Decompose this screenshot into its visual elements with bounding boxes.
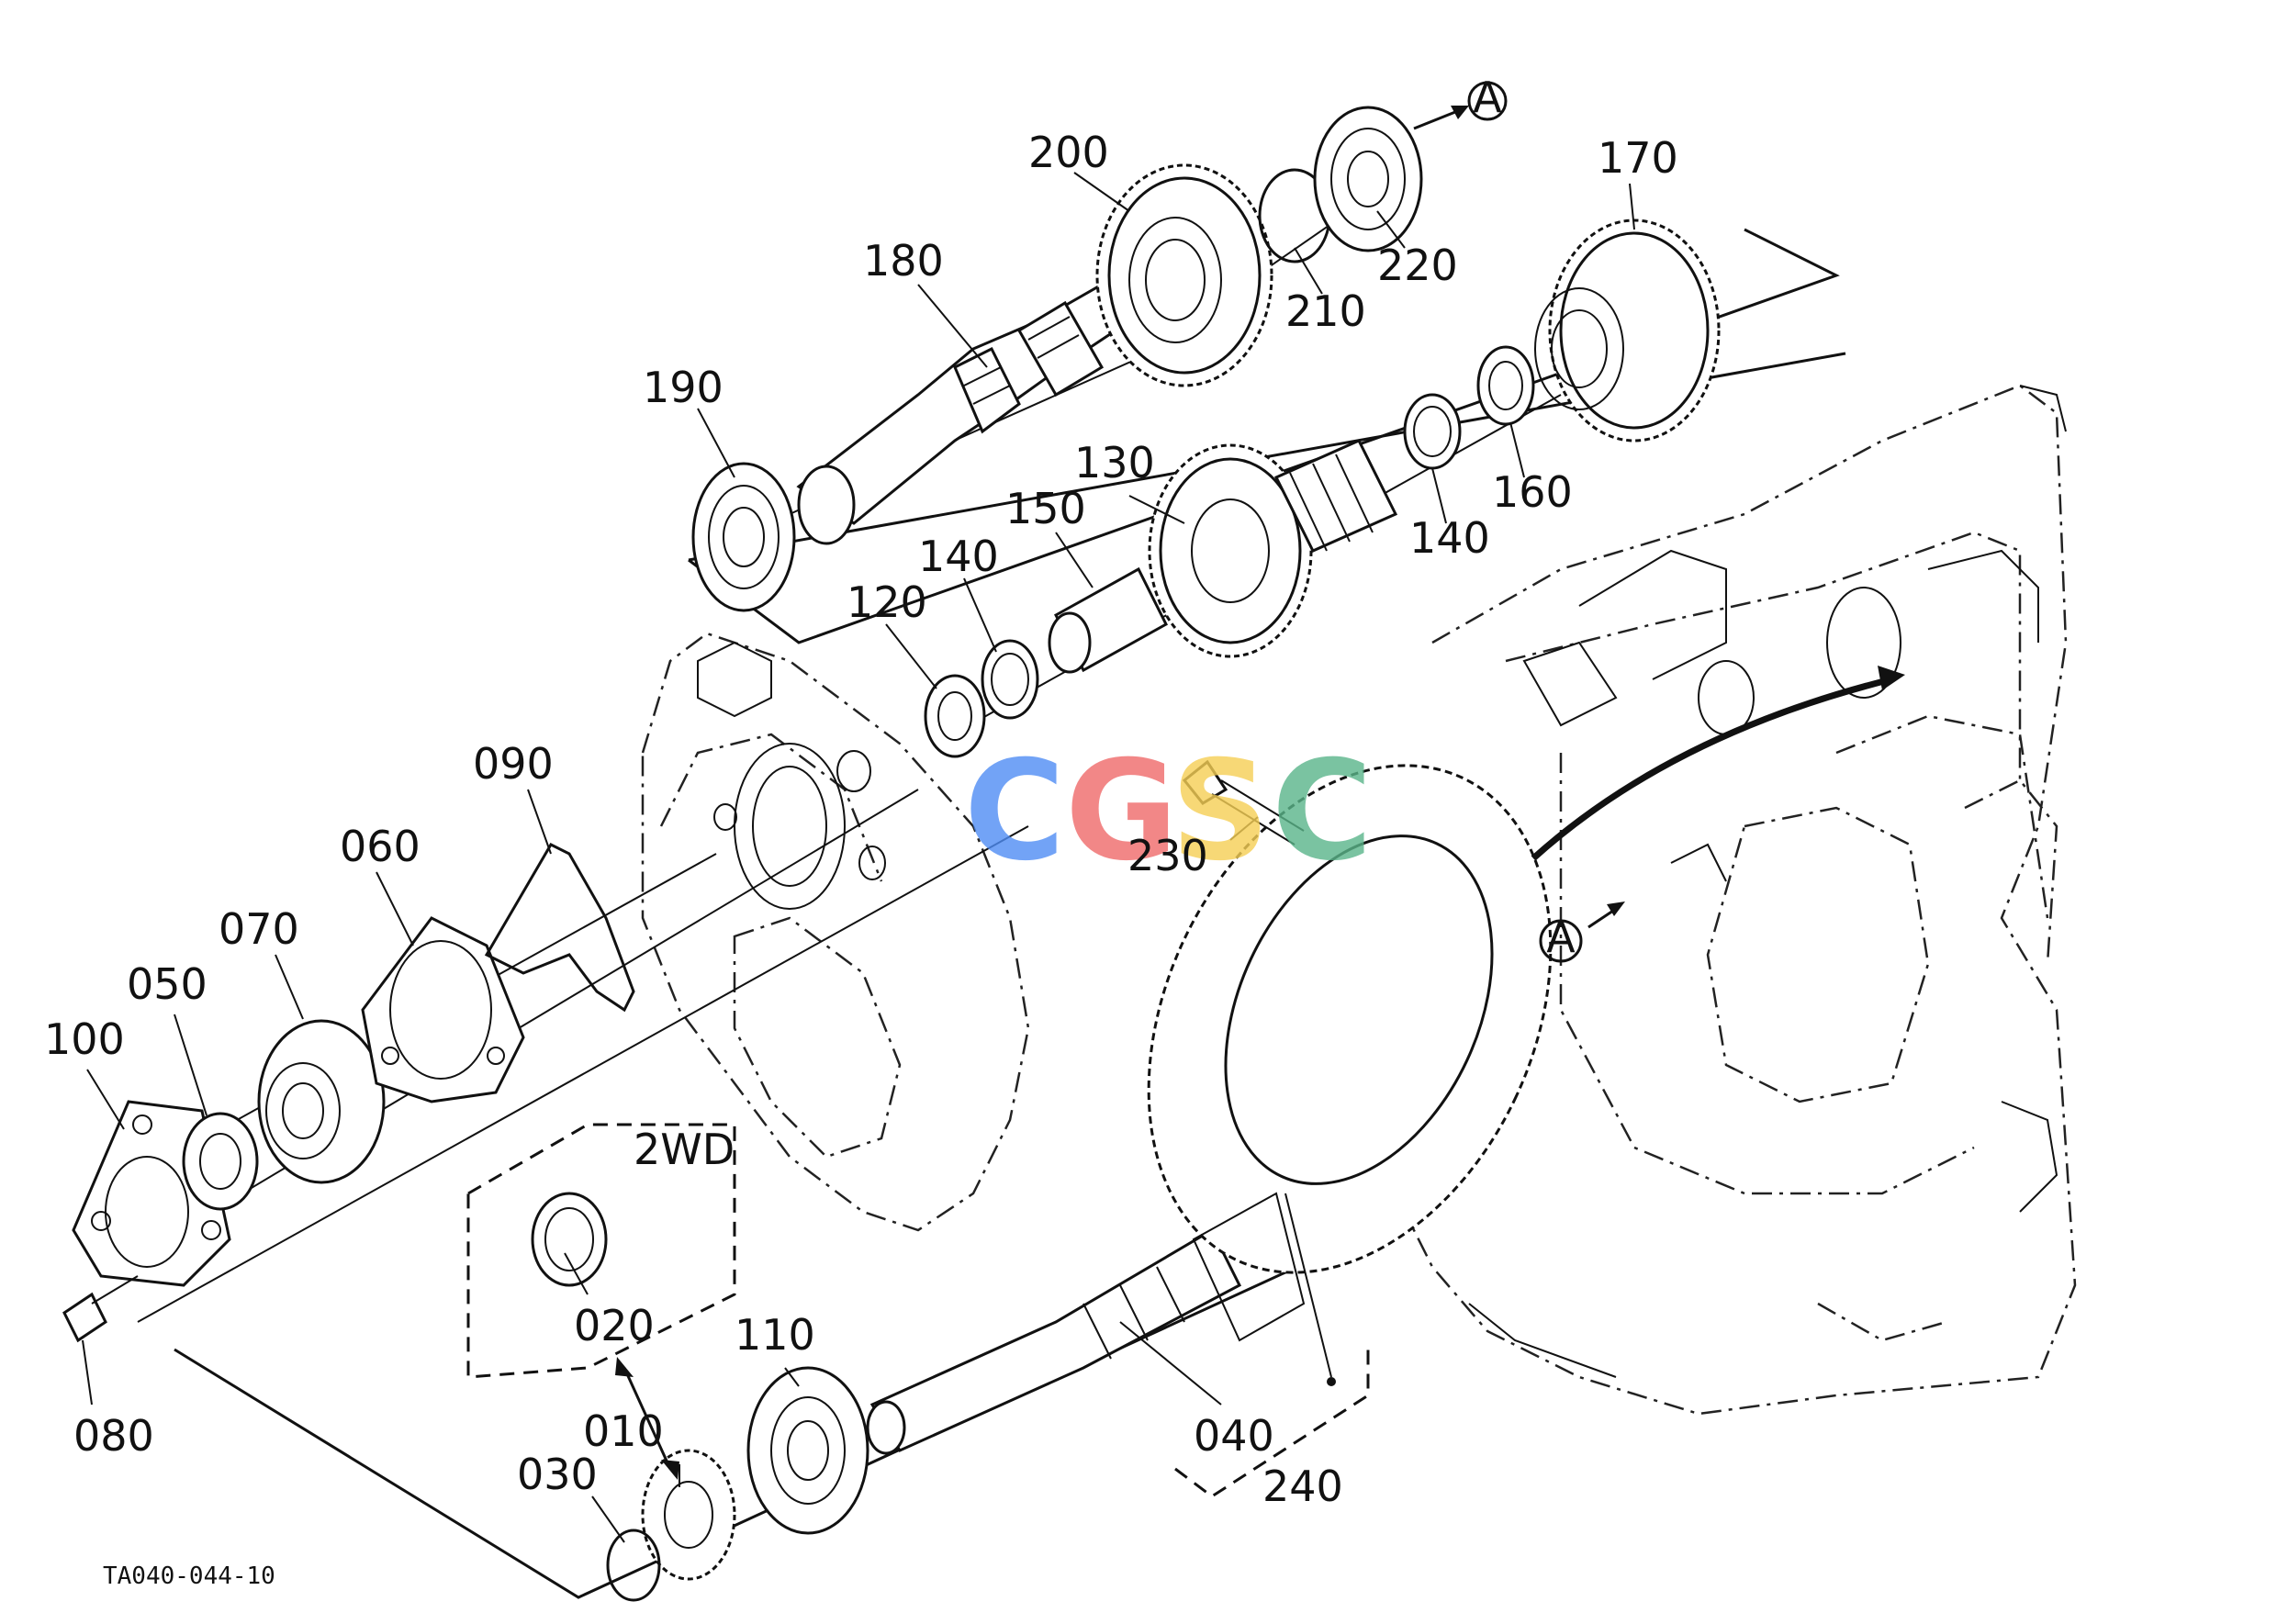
2wd-option-box — [466, 1123, 736, 1379]
transmission-housing — [1394, 384, 2077, 1416]
label-140-lower: 140 — [918, 532, 999, 581]
label-030: 030 — [517, 1450, 598, 1499]
thrust-collar-120 — [924, 674, 986, 758]
gear-130 — [1148, 439, 1398, 658]
watermark-letter: C — [1272, 732, 1373, 891]
gear-case-cover — [641, 632, 1030, 1232]
label-210: 210 — [1285, 286, 1366, 336]
collar-160 — [1476, 345, 1535, 426]
ball-bearing-110 — [746, 1366, 869, 1535]
gear-170 — [1534, 218, 1721, 442]
label-220: 220 — [1377, 241, 1458, 290]
label-140-upper: 140 — [1409, 513, 1490, 563]
ball-bearing-220 — [1313, 106, 1423, 252]
bushing-150 — [1048, 566, 1168, 674]
label-080: 080 — [73, 1411, 154, 1461]
label-070: 070 — [219, 904, 299, 954]
bearing-holder-060 — [361, 916, 525, 1103]
label-090: 090 — [473, 739, 554, 789]
label-200: 200 — [1028, 128, 1109, 177]
label-050: 050 — [127, 959, 208, 1009]
label-180: 180 — [863, 236, 944, 286]
needle-bearing-140-lower — [981, 639, 1039, 720]
bolt-080 — [62, 1275, 139, 1343]
needle-bearing-140-upper — [1403, 393, 1462, 470]
gear-200 — [1095, 163, 1273, 387]
ball-bearing-190 — [691, 462, 796, 612]
label-150: 150 — [1005, 484, 1086, 533]
leader-lines — [82, 172, 1635, 1543]
label-040: 040 — [1194, 1411, 1274, 1461]
label-160: 160 — [1492, 467, 1573, 517]
ring-gear-240 — [1147, 764, 1553, 1498]
arrow-to-ref-upper: A — [1413, 73, 1508, 130]
watermark-letter: C — [964, 732, 1065, 891]
label-170: 170 — [1598, 133, 1678, 183]
drawing-reference: TA040-044-10 — [103, 1562, 275, 1590]
label-060: 060 — [340, 822, 421, 871]
label-130: 130 — [1074, 438, 1155, 487]
label-110: 110 — [735, 1310, 815, 1360]
label-020: 020 — [574, 1301, 655, 1350]
label-230: 230 — [1127, 831, 1208, 880]
label-100: 100 — [44, 1014, 125, 1064]
label-2wd: 2WD — [634, 1125, 735, 1174]
ref-a-upper: A — [1473, 73, 1502, 122]
oil-seal-050 — [182, 1112, 259, 1211]
assembly-arrow — [1531, 666, 1905, 861]
bolt-230 — [1182, 759, 1305, 846]
gasket-090 — [484, 843, 635, 1013]
label-240: 240 — [1262, 1462, 1343, 1511]
watermark-letter: S — [1171, 732, 1270, 891]
bearing-070 — [257, 1019, 386, 1184]
watermark-letter: G — [1065, 732, 1178, 891]
part-labels: 200 180 190 210 220 170 160 140 130 150 … — [44, 128, 1678, 1590]
label-120: 120 — [847, 577, 927, 627]
ref-a-lower: A — [1546, 913, 1576, 962]
arrow-to-ref-lower: A — [1539, 902, 1625, 963]
snap-ring-030 — [606, 1529, 661, 1602]
label-190: 190 — [643, 363, 723, 412]
gear-010 — [641, 1449, 736, 1581]
label-010: 010 — [583, 1406, 664, 1456]
countershaft-180 — [796, 283, 1132, 545]
pinion-shaft-040 — [866, 1227, 1241, 1455]
